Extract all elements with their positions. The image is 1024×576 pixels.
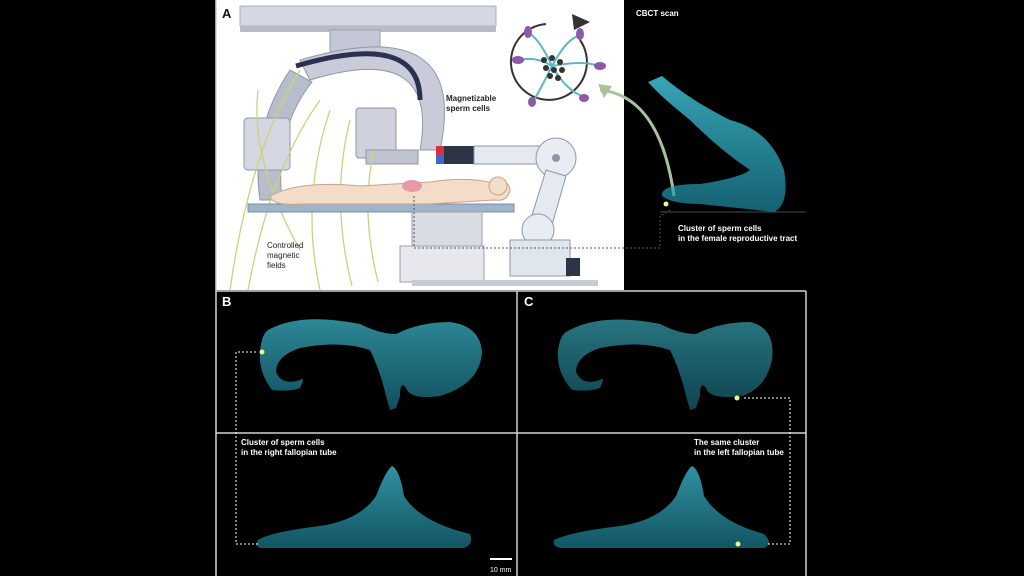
magnet-blue-pole	[436, 155, 444, 164]
panel-c-cluster-top-dot	[734, 395, 740, 401]
patient-table	[247, 203, 598, 286]
patient-figure	[269, 176, 511, 205]
panel-b: B Cluster of sperm cells in the right fa…	[222, 294, 512, 574]
cluster-left-label-line1: The same cluster	[694, 438, 759, 447]
cbct-curved-arrow	[599, 88, 676, 197]
panel-c-uterus-front-view	[553, 466, 769, 548]
cluster-left-label-line2: in the left fallopian tube	[694, 448, 784, 457]
panel-b-uterus-top-view	[259, 319, 482, 410]
magnet-red-pole	[436, 146, 444, 155]
cluster-tract-label-line2: in the female reproductive tract	[678, 234, 797, 243]
panel-letter-b: B	[222, 294, 231, 309]
cbct-cluster-dot	[663, 201, 669, 207]
cluster-right-label-line2: in the right fallopian tube	[241, 448, 337, 457]
magnetizable-label-line1: Magnetizable	[446, 94, 497, 103]
controlled-fields-label-line3: fields	[267, 261, 286, 270]
cbct-panel: CBCT scan Cluster of sperm cells in the …	[598, 9, 806, 243]
panel-a: A Magnetizable sperm cells Controlled ma…	[216, 0, 671, 291]
scale-bar-label: 10 mm	[490, 567, 512, 574]
panel-b-uterus-front-view	[256, 466, 472, 548]
cluster-tract-label-line1: Cluster of sperm cells	[678, 224, 762, 233]
cbct-arrow-head	[598, 84, 612, 98]
cluster-right-label-line1: Cluster of sperm cells	[241, 438, 325, 447]
panel-a-connector	[413, 196, 671, 249]
rotation-arrow-head	[572, 14, 590, 30]
robot-arm	[436, 137, 580, 277]
sperm-cluster-inset	[509, 14, 606, 107]
panel-c: C The same cluster in the left fallopian…	[524, 294, 791, 548]
panel-b-cluster-dot	[259, 349, 265, 355]
panel-letter-a: A	[222, 6, 232, 21]
cbct-title: CBCT scan	[636, 9, 679, 18]
panel-c-uterus-top-view	[557, 319, 773, 410]
magnetizable-label-line2: sperm cells	[446, 104, 491, 113]
panel-dividers	[215, 0, 807, 576]
controlled-fields-label-line1: Controlled	[267, 241, 303, 250]
panel-c-connector	[744, 397, 791, 545]
panel-b-connector	[235, 351, 258, 545]
panel-c-cluster-front-dot	[735, 541, 741, 547]
c-arm-gantry	[239, 5, 497, 201]
cbct-uterus-model	[648, 76, 786, 212]
controlled-fields-label-line2: magnetic	[267, 251, 299, 260]
uterus-highlight	[402, 180, 422, 192]
panel-letter-c: C	[524, 294, 534, 309]
